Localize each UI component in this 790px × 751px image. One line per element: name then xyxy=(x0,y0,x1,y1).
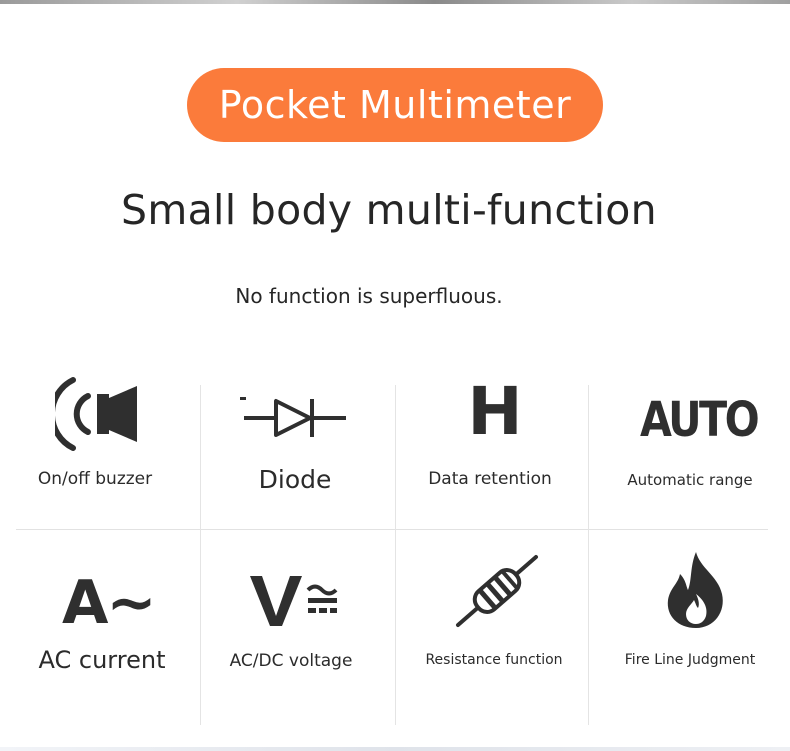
feature-label-diode: Diode xyxy=(258,465,332,494)
ac-current-glyph: A~ xyxy=(62,568,157,638)
pill-title: Pocket Multimeter xyxy=(218,83,572,127)
flame-icon xyxy=(660,550,732,630)
subline: No function is superfluous. xyxy=(235,284,503,308)
feature-label-acdc-voltage: AC/DC voltage xyxy=(229,651,353,671)
resistor-icon xyxy=(452,551,542,631)
feature-label-buzzer: On/off buzzer xyxy=(37,469,153,489)
top-border xyxy=(0,0,790,4)
feature-label-fire-line: Fire Line Judgment xyxy=(624,652,756,668)
grid-vertical-divider xyxy=(588,385,589,725)
hold-glyph: H xyxy=(467,373,523,450)
grid-vertical-divider xyxy=(200,385,201,725)
acdc-voltage-icon xyxy=(248,570,344,632)
grid-horizontal-divider xyxy=(16,529,768,530)
feature-label-ac-current: AC current xyxy=(38,646,166,674)
hold-icon: H xyxy=(465,376,525,448)
feature-label-resistance: Resistance function xyxy=(425,652,563,668)
title-pill: Pocket Multimeter xyxy=(187,68,603,142)
headline: Small body multi-function xyxy=(121,186,657,234)
diode-icon xyxy=(240,393,350,443)
ac-current-icon: A~ xyxy=(62,573,157,633)
bottom-border xyxy=(0,747,790,751)
grid-vertical-divider xyxy=(395,385,396,725)
feature-label-automatic-range: Automatic range xyxy=(627,471,753,489)
feature-label-data-retention: Data retention xyxy=(428,469,552,489)
auto-icon: AUTO xyxy=(640,392,760,448)
auto-glyph: AUTO xyxy=(640,392,760,448)
speaker-icon xyxy=(49,376,141,452)
